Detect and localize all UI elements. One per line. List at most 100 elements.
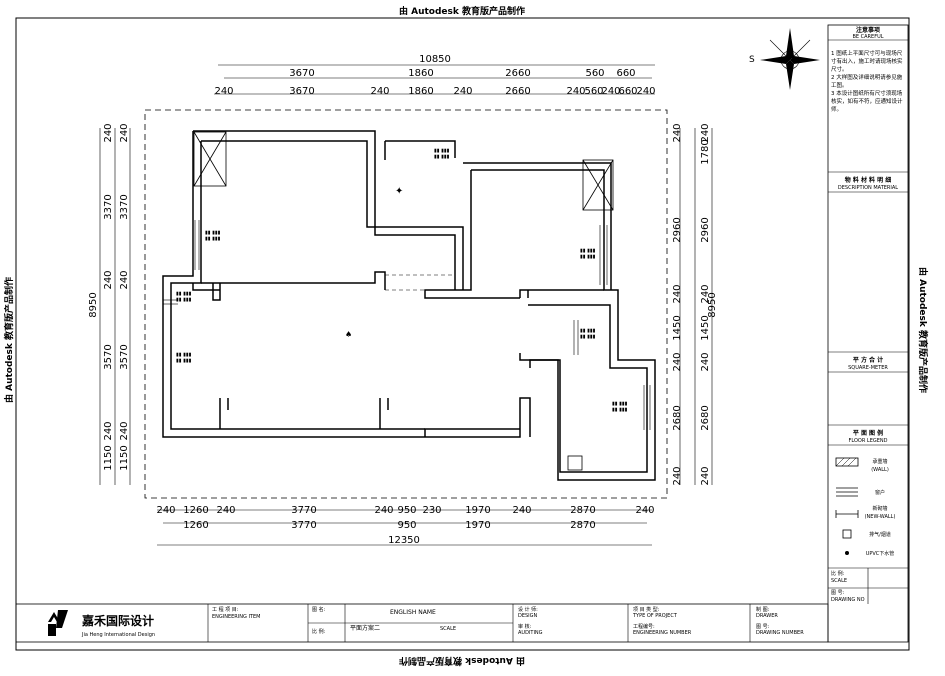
svg-text:▮▮ ▮▮▮: ▮▮ ▮▮▮ <box>434 154 450 160</box>
svg-text:3570: 3570 <box>119 344 130 369</box>
svg-text:240: 240 <box>672 466 683 485</box>
svg-text:2870: 2870 <box>570 505 595 516</box>
material-title-en: DESCRIPTION MATERIAL <box>838 185 898 191</box>
svg-text:1150: 1150 <box>119 445 130 470</box>
legend-title-en: FLOOR LEGEND <box>849 438 888 444</box>
svg-text:560: 560 <box>585 68 604 79</box>
svg-text:(NEW-WALL): (NEW-WALL) <box>865 514 896 520</box>
svg-text:▮▮ ▮▮▮: ▮▮ ▮▮▮ <box>176 352 192 358</box>
svg-text:1860: 1860 <box>408 86 433 97</box>
notes-heading-en: BE CAREFUL <box>852 34 883 40</box>
audit-label-en: AUDITING <box>518 630 543 636</box>
svg-text:▮▮ ▮▮▮: ▮▮ ▮▮▮ <box>580 334 596 340</box>
svg-text:240: 240 <box>601 86 620 97</box>
svg-text:1780: 1780 <box>700 139 711 164</box>
svg-text:3670: 3670 <box>289 86 314 97</box>
watermark-bottom: 由 Autodesk 教育版产品制作 <box>399 655 525 667</box>
svg-text:UPVC下水管: UPVC下水管 <box>866 550 895 557</box>
dim-right-outer: 240 1780 2960 240 1450 240 2680 240 <box>700 123 711 485</box>
svg-text:950: 950 <box>397 505 416 516</box>
svg-text:1450: 1450 <box>700 315 711 340</box>
right-title-column <box>827 24 909 643</box>
bottom-title-strip <box>15 603 829 643</box>
svg-text:3670: 3670 <box>289 68 314 79</box>
dim-top-row1: 3670 1860 2660 560 660 <box>289 68 635 79</box>
svg-text:950: 950 <box>397 520 416 531</box>
svg-text:230: 230 <box>422 505 441 516</box>
svg-text:240: 240 <box>512 505 531 516</box>
side-scale-label: 比 例: <box>831 570 845 577</box>
svg-text:▮▮ ▮▮▮: ▮▮ ▮▮▮ <box>434 148 450 154</box>
svg-text:240: 240 <box>103 270 114 289</box>
windows <box>163 220 651 430</box>
svg-text:排气/烟道: 排气/烟道 <box>869 531 891 538</box>
svg-text:▮▮ ▮▮▮: ▮▮ ▮▮▮ <box>205 230 221 236</box>
svg-text:240: 240 <box>119 270 130 289</box>
svg-text:新砌墙: 新砌墙 <box>872 505 887 512</box>
side-scale-en: SCALE <box>831 578 847 584</box>
dim-left-outer: 240 3370 240 3570 240 1150 <box>103 123 114 470</box>
svg-text:240: 240 <box>103 421 114 440</box>
watermark-left: 由 Autodesk 教育版产品制作 <box>3 277 15 403</box>
side-no-en: DRAWING NO <box>831 597 865 603</box>
dim-right-inner: 240 2960 240 1450 240 2680 240 <box>672 123 683 485</box>
sheet-label: 图 号: <box>756 624 770 630</box>
side-no-label: 图 号: <box>831 590 845 596</box>
svg-text:2960: 2960 <box>700 217 711 242</box>
project-label-en: ENGINEERING ITEM <box>212 614 260 620</box>
living-marker: ♠ <box>345 330 352 339</box>
legend-symbols <box>835 457 859 555</box>
sheet-label-en: DRAWING NUMBER <box>756 630 804 636</box>
svg-text:240: 240 <box>216 505 235 516</box>
dim-bottom-row2: 1260 3770 950 1970 2870 <box>183 520 595 531</box>
svg-text:3370: 3370 <box>119 194 130 219</box>
right-column-rules <box>828 39 908 604</box>
svg-text:240: 240 <box>700 352 711 371</box>
svg-text:▮▮ ▮▮▮: ▮▮ ▮▮▮ <box>612 401 628 407</box>
drawing-name: 平面方案二 <box>350 624 380 632</box>
legend-title: 平 面 图 例 <box>853 429 883 437</box>
title-strip-dividers <box>207 604 751 642</box>
svg-text:240: 240 <box>672 352 683 371</box>
svg-text:240: 240 <box>103 123 114 142</box>
svg-text:2870: 2870 <box>570 520 595 531</box>
svg-text:▮▮ ▮▮▮: ▮▮ ▮▮▮ <box>580 254 596 260</box>
dimension-lines <box>99 64 713 546</box>
svg-text:240: 240 <box>672 123 683 142</box>
svg-text:240: 240 <box>374 505 393 516</box>
svg-text:1260: 1260 <box>183 505 208 516</box>
scale-label: 比 例: <box>312 628 326 635</box>
svg-text:240: 240 <box>156 505 175 516</box>
svg-text:3570: 3570 <box>103 344 114 369</box>
area-title: 平 方 合 计 <box>853 356 883 364</box>
svg-text:240: 240 <box>700 466 711 485</box>
svg-text:▮▮ ▮▮▮: ▮▮ ▮▮▮ <box>612 407 628 413</box>
svg-text:▮▮ ▮▮▮: ▮▮ ▮▮▮ <box>205 236 221 242</box>
svg-text:660: 660 <box>616 68 635 79</box>
svg-text:240: 240 <box>700 284 711 303</box>
type-label: 项 目 类 型: <box>633 606 660 613</box>
compass-icon <box>760 28 820 90</box>
svg-text:▮▮ ▮▮▮: ▮▮ ▮▮▮ <box>176 291 192 297</box>
center-marker: ✦ <box>395 186 403 197</box>
number-label-en: ENGINEERING NUMBER <box>633 630 692 636</box>
svg-text:(WALL): (WALL) <box>871 467 889 473</box>
svg-text:240: 240 <box>119 123 130 142</box>
drawing-name-en: ENGLISH NAME <box>390 609 436 616</box>
drawer-label-en: DRAWER <box>756 613 778 619</box>
svg-text:1150: 1150 <box>103 445 114 470</box>
drawing-label: 图 名: <box>312 606 326 613</box>
svg-text:240: 240 <box>119 421 130 440</box>
svg-text:承重墙: 承重墙 <box>872 458 887 465</box>
svg-text:3370: 3370 <box>103 194 114 219</box>
svg-text:1260: 1260 <box>183 520 208 531</box>
svg-text:240: 240 <box>453 86 472 97</box>
legend-labels: 承重墙 (WALL) 窗户 新砌墙 (NEW-WALL) 排气/烟道 UPVC下… <box>865 458 896 557</box>
svg-text:1450: 1450 <box>672 315 683 340</box>
svg-text:▮▮ ▮▮▮: ▮▮ ▮▮▮ <box>580 328 596 334</box>
dim-bottom-row1: 240 1260 240 3770 240 950 230 1970 240 2… <box>156 505 654 516</box>
svg-text:1970: 1970 <box>465 505 490 516</box>
svg-text:560: 560 <box>584 86 603 97</box>
number-label: 工程编号: <box>633 623 655 630</box>
